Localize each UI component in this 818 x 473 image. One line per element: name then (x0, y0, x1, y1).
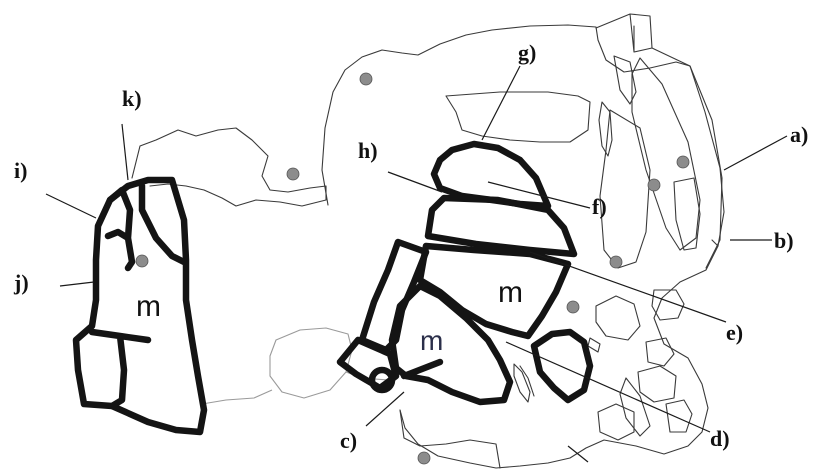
label-e: e) (726, 320, 743, 345)
background-outlines (131, 13, 725, 469)
right-edge-band (651, 47, 723, 269)
dot-marker (359, 72, 373, 86)
leader-c (365, 391, 405, 427)
right-lobe-5 (599, 109, 651, 269)
left-region-bottom-box (88, 328, 152, 410)
label-c: c) (340, 428, 357, 453)
dot-marker (286, 167, 300, 181)
cell-3 (645, 337, 675, 367)
right-lobe-4 (673, 177, 701, 251)
cell-7 (619, 377, 651, 437)
small-box-c (336, 336, 400, 392)
small-tick (587, 337, 601, 353)
leader-i (45, 193, 97, 219)
cell-6 (665, 399, 693, 433)
leader-lines (45, 65, 788, 463)
dot-marker (135, 254, 149, 268)
central-body-outline (321, 24, 725, 469)
leader-k (121, 123, 129, 181)
upper-left-outline (131, 127, 327, 207)
small-ring-c (368, 366, 396, 394)
left-region-outline (72, 176, 208, 436)
label-f: f) (592, 194, 607, 219)
faint-line (201, 389, 273, 405)
leader-g (481, 65, 521, 141)
leader-d (505, 341, 711, 433)
text-labels: a) b) c) d) e) f) g) h) i) j) k) m m m (13, 40, 808, 453)
leader-j (59, 281, 95, 287)
leader-f (487, 181, 591, 209)
leader-h (387, 171, 443, 193)
d-kidney-region (530, 328, 594, 404)
right-lobe-2 (613, 55, 637, 105)
center-tall-bar (358, 238, 430, 354)
label-d: d) (710, 426, 730, 451)
lower-body-outline (399, 409, 501, 469)
cell-5 (597, 403, 635, 441)
cell-2 (651, 289, 685, 321)
cell-4 (637, 365, 677, 403)
upper-band (424, 194, 578, 258)
label-h: h) (358, 138, 378, 163)
left-region-inner-fold (138, 182, 188, 266)
top-right-box (595, 13, 653, 53)
left-region-inner-top (104, 186, 136, 272)
dot-marker (417, 451, 431, 465)
upper-lens-h (430, 140, 552, 210)
label-g: g) (518, 40, 536, 65)
thin-sliver (513, 363, 535, 403)
dot-marker (676, 155, 690, 169)
region-mark-lower-center: m (420, 325, 443, 356)
leader-e (529, 251, 727, 323)
c-inner-stroke (400, 358, 444, 380)
faint-blob (269, 327, 353, 399)
leader-a (723, 135, 788, 171)
center-upper-region (416, 242, 572, 340)
cell-1 (595, 295, 641, 341)
label-k: k) (122, 86, 142, 111)
region-mark-upper-center: m (498, 276, 523, 309)
region-mark-left: m (136, 290, 161, 323)
label-a: a) (790, 122, 808, 147)
dot-marker (647, 178, 661, 192)
dot-marker (566, 300, 580, 314)
dot-marker (609, 255, 623, 269)
label-b: b) (774, 228, 794, 253)
label-j: j) (13, 270, 29, 295)
marker-dots (135, 72, 690, 465)
center-lower-region (388, 282, 514, 406)
upper-center-outline (445, 91, 591, 143)
leader-bottom-right (567, 445, 589, 463)
right-lobe-1 (631, 57, 701, 251)
label-i: i) (14, 158, 27, 183)
